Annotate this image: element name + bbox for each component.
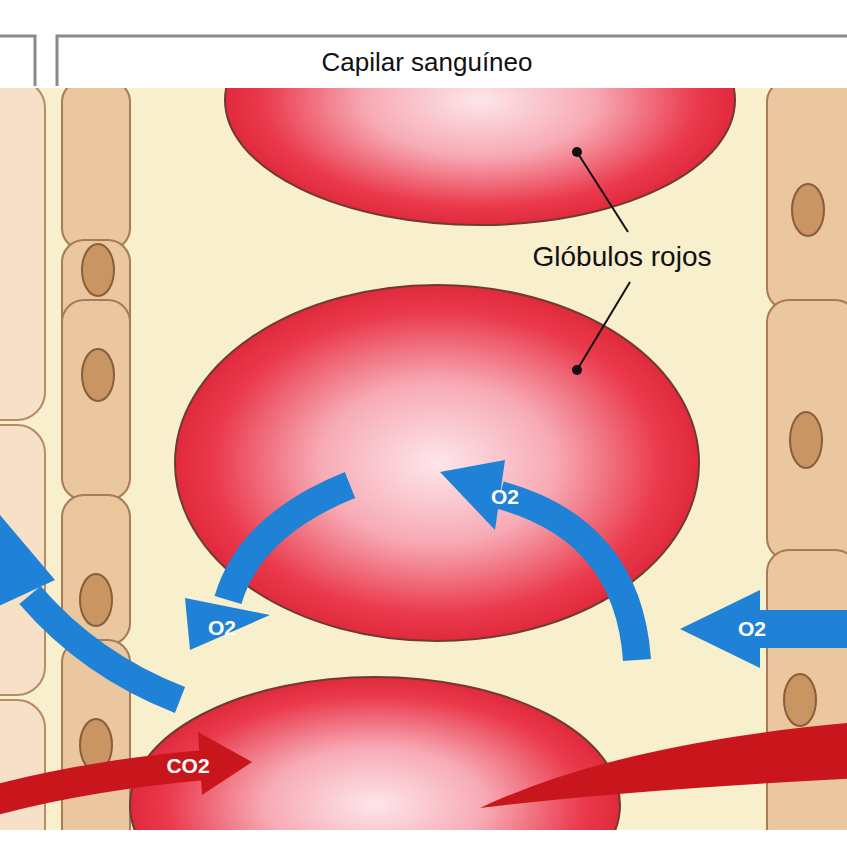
gas-label: O2 — [491, 485, 519, 508]
heading-label: Capilar sanguíneo — [317, 48, 536, 77]
tissue-cells — [0, 88, 45, 830]
header-bracket — [57, 36, 847, 86]
co2-arrows — [0, 722, 847, 808]
gas-label: O2 — [738, 617, 766, 640]
o2-arrows — [0, 460, 847, 700]
red-blood-cells — [130, 88, 735, 830]
gas-label: CO2 — [166, 754, 209, 777]
part-label: Glóbulos rojos — [530, 242, 715, 273]
gas-label: O2 — [208, 616, 236, 639]
header-bracket — [0, 36, 35, 86]
